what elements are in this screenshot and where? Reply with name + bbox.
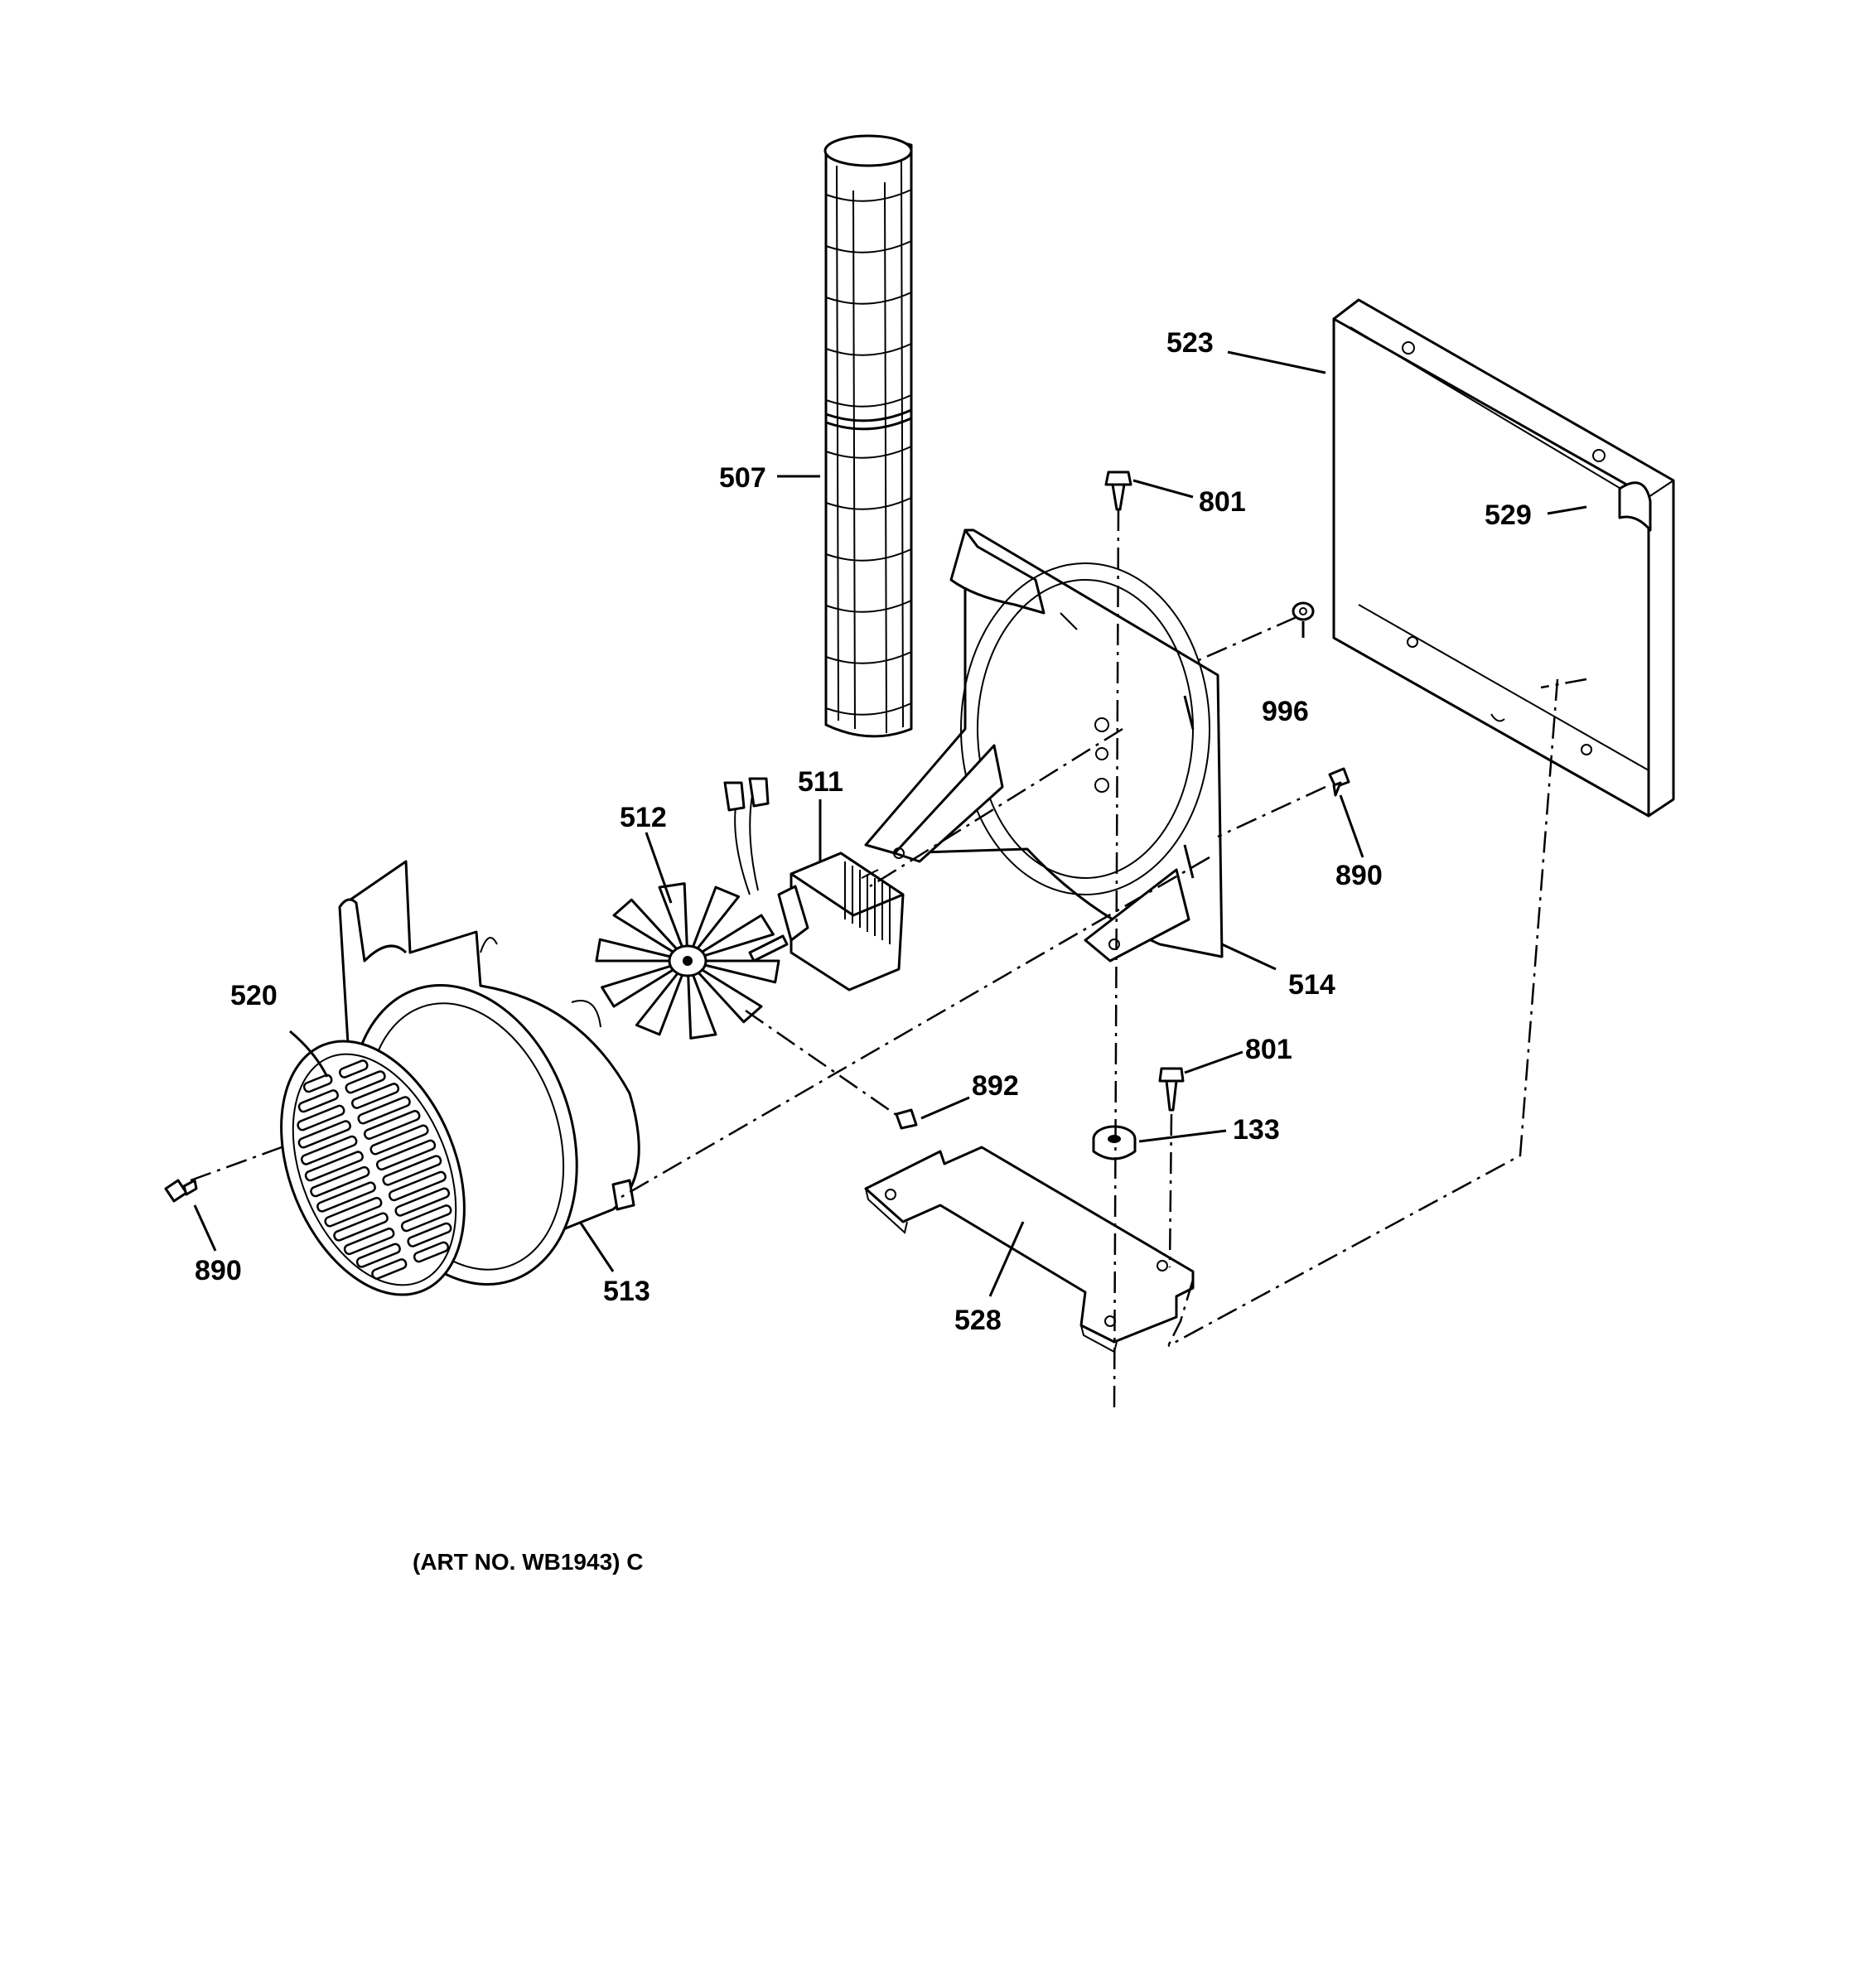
assembly-center-lines: [190, 509, 1587, 1409]
label-512: 512: [620, 802, 667, 833]
art-number-caption: (ART NO. WB1943) C: [413, 1549, 643, 1575]
part-133-grommet: [1092, 1125, 1137, 1160]
part-520-grille: [280, 1040, 466, 1296]
label-514: 514: [1288, 969, 1335, 1001]
part-801-screw-top: [1104, 470, 1132, 511]
part-996-nut: [1292, 601, 1315, 621]
part-514-bracket: [864, 528, 1224, 963]
part-528-base-plate: [864, 1146, 1195, 1353]
part-523-cover-panel: [1332, 298, 1675, 818]
label-890-right: 890: [1335, 860, 1383, 891]
label-801-top: 801: [1199, 486, 1246, 518]
part-labels: 507 523 529 801 996 511 512 890 520 514 …: [195, 327, 1532, 1336]
part-507-blower-wheel: [823, 134, 913, 738]
label-511: 511: [798, 766, 843, 798]
label-890-left: 890: [195, 1255, 242, 1286]
label-529: 529: [1485, 499, 1532, 531]
label-528: 528: [954, 1305, 1002, 1336]
label-520: 520: [230, 980, 278, 1011]
part-511-motor: [723, 777, 905, 992]
label-892: 892: [972, 1070, 1019, 1102]
leader-lines: [193, 350, 1587, 1297]
part-890-screw-left: [164, 1179, 198, 1203]
part-892-bushing: [895, 1108, 918, 1130]
label-801-bottom: 801: [1245, 1034, 1292, 1065]
label-523: 523: [1166, 327, 1214, 359]
part-801-screw-bottom: [1158, 1067, 1185, 1112]
label-507: 507: [719, 462, 766, 494]
part-512-fan-blade: [595, 882, 780, 1040]
label-133: 133: [1233, 1114, 1280, 1146]
part-529-tape: [1618, 481, 1652, 532]
part-890-screw-right: [1328, 767, 1350, 797]
label-513: 513: [603, 1276, 650, 1307]
label-996: 996: [1262, 696, 1309, 727]
